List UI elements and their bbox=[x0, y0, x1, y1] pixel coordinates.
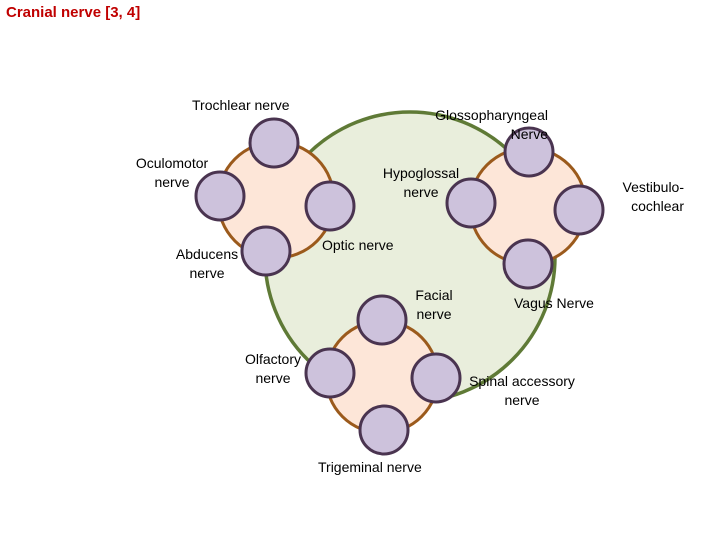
hypoglossal-label: Hypoglossal nerve bbox=[382, 165, 460, 200]
facial-node bbox=[356, 294, 408, 346]
trochlear-node bbox=[248, 117, 300, 169]
trochlear-label: Trochlear nerve bbox=[192, 97, 290, 113]
trigeminal-node bbox=[358, 404, 410, 456]
spinal-accessory-node bbox=[410, 352, 462, 404]
vestibulocochlear-label: Vestibulo- cochlear bbox=[622, 179, 684, 214]
slide-title: Cranial nerve [3, 4] bbox=[6, 4, 141, 21]
optic-label: Optic nerve bbox=[322, 237, 394, 253]
hypoglossal-node bbox=[304, 180, 356, 232]
abducens-node bbox=[240, 225, 292, 277]
glossopharyngeal-label: Glossopharyngeal Nerve bbox=[435, 107, 548, 142]
facial-label: Facial nerve bbox=[415, 287, 453, 322]
abducens-label: Abducens nerve bbox=[175, 246, 239, 281]
optic-node bbox=[445, 177, 497, 229]
olfactory-label: Olfactory nerve bbox=[244, 351, 301, 386]
vagus-node bbox=[502, 238, 554, 290]
glossopharyngeal-node bbox=[503, 126, 555, 178]
oculomotor-node bbox=[194, 170, 246, 222]
trigeminal-label: Trigeminal nerve bbox=[318, 459, 422, 475]
olfactory-node bbox=[304, 347, 356, 399]
spinal-accessory-label: Spinal accessory nerve bbox=[469, 373, 575, 408]
vagus-label: Vagus Nerve bbox=[514, 295, 594, 311]
vestibulocochlear-node bbox=[553, 184, 605, 236]
oculomotor-label: Oculomotor nerve bbox=[135, 155, 209, 190]
